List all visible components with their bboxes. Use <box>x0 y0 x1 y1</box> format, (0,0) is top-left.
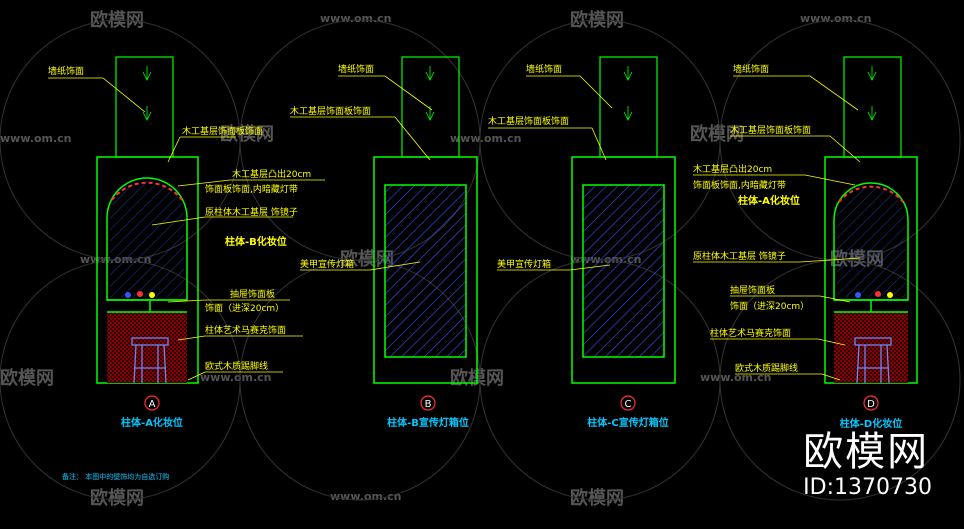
label-b-makeup: 柱体-B化妆位 <box>225 235 287 248</box>
label-veneer: 木工基层饰面板饰面 <box>182 125 263 137</box>
arch-mirror <box>833 182 909 313</box>
elevation-marker-letter: D <box>867 399 875 410</box>
hidden-led-strip <box>838 185 904 203</box>
label-a-makeup: 柱体-A化妆位 <box>738 194 800 207</box>
label-wallpaper: 墙纸饰面 <box>48 65 84 77</box>
label-drawer: 抽屉饰面板 <box>730 284 775 296</box>
annotation-text: 墙纸饰面 木工基层饰面板饰面 木工基层凸出20cm 饰面板饰面,内暗藏灯带 柱体… <box>693 63 811 374</box>
label-base-protrude: 木工基层凸出20cm <box>232 168 311 180</box>
elevation-title: 柱体-B宣传灯箱位 <box>387 416 469 429</box>
watermark-brand: 欧模网 <box>570 487 624 509</box>
label-skirting: 欧式木质踢脚线 <box>205 360 268 372</box>
label-wallpaper: 墙纸饰面 <box>733 63 769 75</box>
label-veneer: 木工基层饰面板饰面 <box>730 124 811 136</box>
table-items <box>125 291 155 298</box>
title-block: B 柱体-B宣传灯箱位 <box>387 395 469 429</box>
watermark-brand: 欧模网 <box>690 123 744 145</box>
watermark-stamp: 欧模网 ID:1370730 <box>803 430 932 502</box>
elevation-marker-letter: B <box>425 399 432 410</box>
leader-lines <box>488 75 613 271</box>
wallpaper-arrows <box>867 66 877 121</box>
wallpaper-arrows <box>623 66 633 121</box>
elevation-marker-letter: C <box>625 399 632 410</box>
wallpaper-arrows <box>142 66 152 121</box>
elevation-a: 墙纸饰面 木工基层饰面板饰面 木工基层凸出20cm 饰面板饰面,内暗藏灯带 原柱… <box>48 56 325 429</box>
stool <box>854 337 892 384</box>
watermark-brand: 欧模网 <box>220 123 274 145</box>
elevation-title: 柱体-C宣传灯箱位 <box>587 416 669 429</box>
label-mirror: 原柱体木工基层 饰镜子 <box>205 206 298 218</box>
leader-lines <box>48 77 325 381</box>
stool <box>131 337 169 384</box>
label-lightbox: 美甲宣传灯箱 <box>497 258 551 270</box>
label-mosaic: 柱体艺术马赛克饰面 <box>205 324 286 336</box>
elevation-marker <box>420 395 436 411</box>
label-veneer-led: 饰面板饰面,内暗藏灯带 <box>205 183 298 195</box>
watermark-site: www.om.cn <box>320 12 392 25</box>
watermark-site: www.om.cn <box>200 371 272 384</box>
column-body <box>373 156 478 384</box>
mosaic-panel <box>107 312 187 383</box>
table-items <box>855 291 893 298</box>
elevation-marker-letter: A <box>149 399 156 410</box>
watermark-brand: 欧模网 <box>340 248 394 270</box>
label-drawer: 抽屉饰面板 <box>230 288 275 300</box>
arch-mirror <box>106 177 188 313</box>
leader-lines <box>290 75 433 271</box>
watermark-site: www.om.cn <box>0 132 72 145</box>
elevation-marker <box>620 395 636 411</box>
mosaic-panel <box>834 312 908 383</box>
title-block: D 柱体-D化妆位 <box>840 395 902 430</box>
elevation-d: 墙纸饰面 木工基层饰面板饰面 木工基层凸出20cm 饰面板饰面,内暗藏灯带 柱体… <box>693 56 918 430</box>
arch-mirror-glass <box>837 186 905 297</box>
label-skirting: 欧式木质踢脚线 <box>735 362 798 374</box>
watermark-brand: 欧模网 <box>0 367 54 389</box>
annotation-text: 墙纸饰面 木工基层饰面板饰面 木工基层凸出20cm 饰面板饰面,内暗藏灯带 原柱… <box>48 65 311 372</box>
elevation-title: 柱体-D化妆位 <box>840 417 902 430</box>
arch-mirror-glass <box>110 181 184 297</box>
hidden-led-strip <box>111 181 183 201</box>
watermark-stamp-brand: 欧模网 <box>803 429 930 475</box>
watermark-brand: 欧模网 <box>90 487 144 509</box>
wallpaper-panel <box>843 56 902 158</box>
watermark-stamp-id: ID:1370730 <box>803 475 932 500</box>
label-veneer: 木工基层饰面板饰面 <box>290 105 371 117</box>
light-box <box>384 184 467 358</box>
drawing-note: 备注： 本图中的壁饰均为自选订购 <box>62 472 169 481</box>
elevation-c: 墙纸饰面 木工基层饰面板饰面 美甲宣传灯箱 C 柱体-C宣传灯箱位 <box>488 56 676 429</box>
elevation-marker <box>863 395 879 411</box>
label-veneer: 木工基层饰面板饰面 <box>488 115 569 127</box>
label-depth: 饰面（进深20cm） <box>205 302 284 314</box>
leader-lines <box>693 75 861 381</box>
wallpaper-arrows <box>425 66 435 121</box>
label-depth: 饰面（进深20cm） <box>730 300 809 312</box>
label-veneer-led: 饰面板饰面,内暗藏灯带 <box>693 179 786 191</box>
annotation-text: 墙纸饰面 木工基层饰面板饰面 美甲宣传灯箱 <box>290 63 374 270</box>
title-block: A 柱体-A化妆位 <box>121 395 183 429</box>
watermark-site: www.om.cn <box>450 132 522 145</box>
label-base-protrude: 木工基层凸出20cm <box>693 163 772 175</box>
wallpaper-panel <box>115 56 174 158</box>
elevation-marker <box>144 395 160 411</box>
annotation-text: 墙纸饰面 木工基层饰面板饰面 美甲宣传灯箱 <box>488 63 569 270</box>
watermark-site: www.om.cn <box>800 12 872 25</box>
label-mosaic: 柱体艺术马赛克饰面 <box>710 327 791 339</box>
label-wallpaper: 墙纸饰面 <box>338 63 374 75</box>
label-wallpaper: 墙纸饰面 <box>526 63 562 75</box>
title-block: C 柱体-C宣传灯箱位 <box>587 395 669 429</box>
light-box <box>582 184 665 358</box>
label-lightbox: 美甲宣传灯箱 <box>300 258 354 270</box>
label-mirror: 原柱体木工基层 饰镜子 <box>693 250 786 262</box>
wallpaper-panel <box>599 56 658 158</box>
elevation-title: 柱体-A化妆位 <box>121 416 183 429</box>
elevation-b: 墙纸饰面 木工基层饰面板饰面 美甲宣传灯箱 B 柱体-B宣传灯箱位 <box>290 56 478 429</box>
